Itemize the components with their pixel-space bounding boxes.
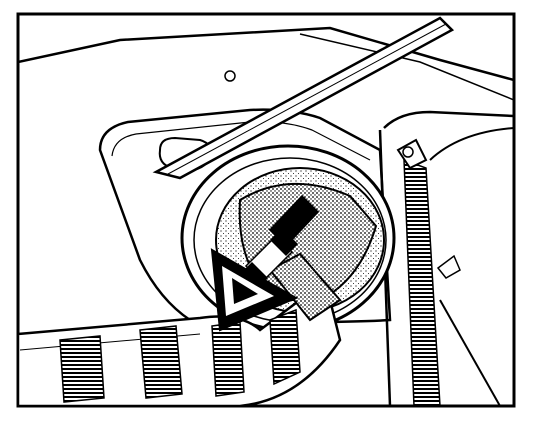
hose-rib-2 [139,325,183,399]
surface-hole [224,70,236,82]
hose-clamp-strip [403,158,441,406]
hose-rib-4 [269,308,301,386]
screwdriver-shaft [152,16,455,180]
hose-connector [268,252,342,322]
hose-rib-3 [211,321,245,397]
side-curve [429,127,514,161]
clamp-clip [436,254,461,279]
hose-rib-1 [59,335,105,403]
screwdriver-highlight [167,23,447,175]
appliance-back-edge [18,26,514,82]
appliance-inner-edge [299,33,514,101]
clamp-screw-head [402,146,414,158]
side-rail-top [383,110,514,129]
turn-direction-arrow [210,194,320,332]
side-lower-edge [439,299,501,406]
